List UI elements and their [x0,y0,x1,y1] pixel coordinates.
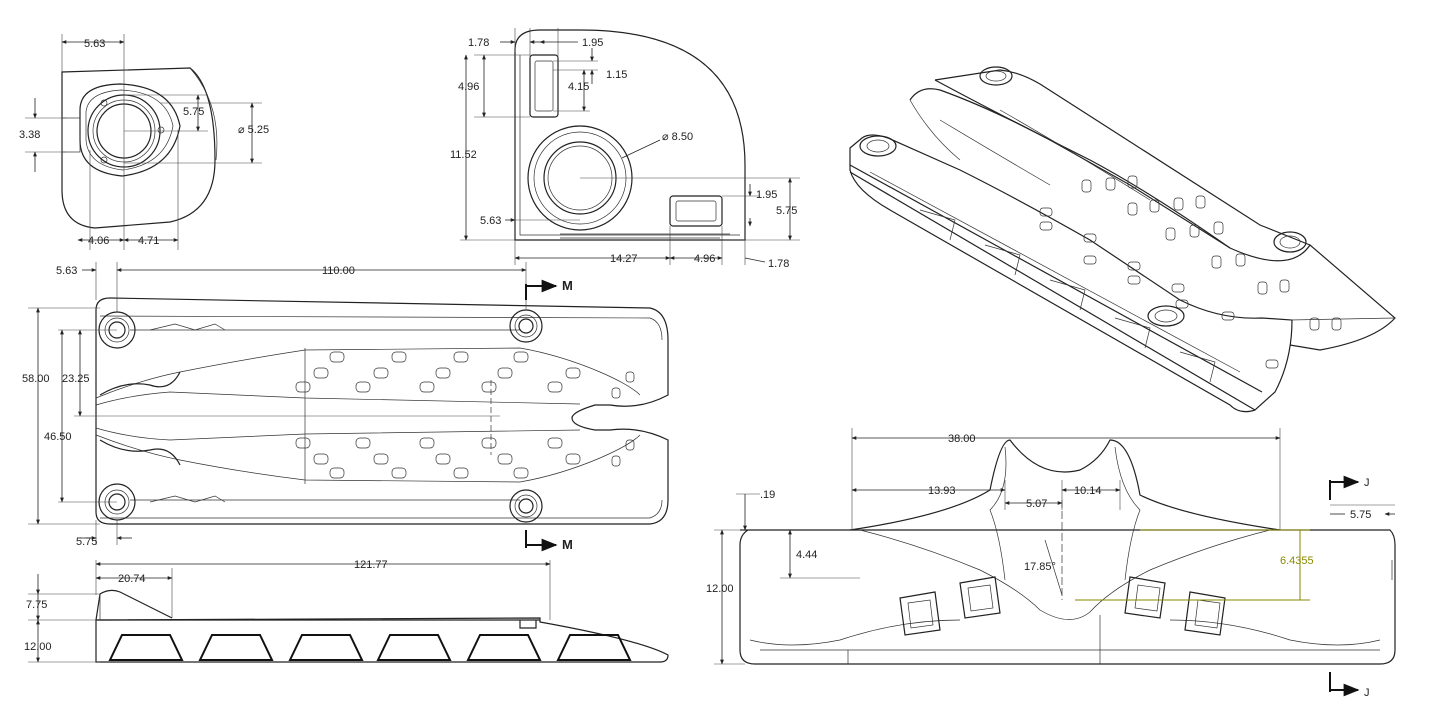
dim-1-15: 1.15 [606,69,627,81]
dim-4-96-left: 4.96 [458,81,479,93]
side-view: 20.74 121.77 7.75 12.00 [24,559,669,663]
dim-6-4355: 6.4355 [1280,555,1314,567]
dim-12-00-end: 12.00 [706,583,734,595]
dim-20-74: 20.74 [118,573,146,585]
dim-14-27: 14.27 [610,253,638,265]
dim-5-75-end: 5.75 [1350,509,1371,521]
dim-5-63-plan: 5.63 [56,265,77,277]
dim-4-71: 4.71 [138,235,159,247]
dim-0-19: .19 [760,489,775,501]
dim-38-00: 38.00 [948,433,976,445]
dim-1-95-right: 1.95 [756,189,777,201]
dim-4-96-bottom: 4.96 [694,253,715,265]
dim-5-75-top: 5.75 [183,106,204,118]
end-view-large: 1.78 1.95 1.15 4.15 4.96 11.52 ⌀ 8.50 5.… [450,28,800,270]
dim-5-63-top: 5.63 [84,38,105,50]
dim-121-77: 121.77 [354,559,388,571]
dim-5-75-plan: 5.75 [76,536,97,548]
dim-4-06: 4.06 [88,235,109,247]
dim-5-63-mid: 5.63 [480,215,501,227]
plan-view: 5.63 110.00 58.00 46.50 23.25 5.75 M M [22,262,669,552]
dim-110-00: 110.00 [322,265,355,277]
dim-1-78-bottom: 1.78 [768,258,789,270]
dim-1-78-top: 1.78 [468,37,489,49]
section-m-bottom: M [562,537,573,552]
dim-17-85-degrees: 17.85° [1024,561,1056,573]
section-m-top: M [562,278,573,293]
dim-3-38: 3.38 [19,129,40,141]
section-j-top: J [1364,477,1370,489]
dim-4-44: 4.44 [796,549,817,561]
dim-13-93: 13.93 [928,485,956,497]
dim-10-14: 10.14 [1074,485,1102,497]
end-view-small: 5.63 4.06 4.71 ⌀ 5.25 5.75 3.38 [19,34,269,250]
isometric-view [849,66,1396,413]
iso-pegs [1039,175,1342,369]
dim-diameter-5-25: ⌀ 5.25 [238,124,269,136]
dim-58-00: 58.00 [22,373,50,385]
dim-5-07: 5.07 [1026,498,1047,510]
dim-5-75-right: 5.75 [776,205,797,217]
end-section-view: 38.00 13.93 10.14 5.07 .19 4.44 17.85° 1… [706,428,1396,699]
dim-4-15: 4.15 [568,81,589,93]
dim-12-00-side: 12.00 [24,641,52,653]
dim-11-52: 11.52 [450,149,477,161]
dim-23-25: 23.25 [62,373,90,385]
section-j-bottom: J [1364,687,1370,699]
dim-7-75: 7.75 [26,599,47,611]
dim-46-50: 46.50 [44,431,72,443]
plan-pegs [295,351,635,479]
dim-diameter-8-50: ⌀ 8.50 [662,131,693,143]
dim-1-95-top: 1.95 [582,37,603,49]
